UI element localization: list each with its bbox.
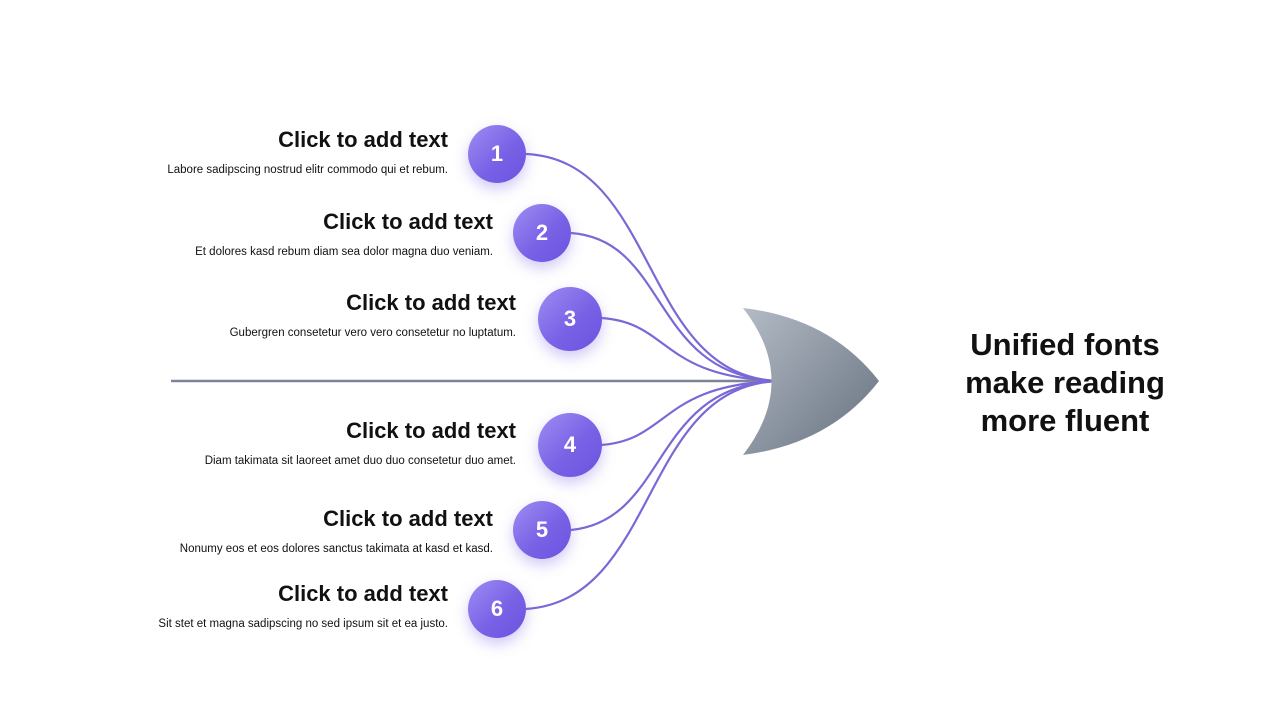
item-3-number-badge: 3 bbox=[538, 287, 602, 351]
item-6-title[interactable]: Click to add text bbox=[278, 581, 448, 606]
item-6-number-badge: 6 bbox=[468, 580, 526, 638]
item-4-description[interactable]: Diam takimata sit laoreet amet duo duo c… bbox=[204, 455, 516, 467]
curve-2 bbox=[570, 231, 781, 383]
item-6-description[interactable]: Sit stet et magna sadipscing no sed ipsu… bbox=[158, 618, 448, 630]
item-1-number-badge: 1 bbox=[468, 125, 526, 183]
item-1-title[interactable]: Click to add text bbox=[278, 127, 448, 152]
item-2-title[interactable]: Click to add text bbox=[323, 209, 493, 234]
item-5-title[interactable]: Click to add text bbox=[323, 506, 493, 531]
item-2-number-badge: 2 bbox=[513, 204, 571, 262]
curve-3 bbox=[600, 316, 781, 383]
item-4-number-badge: 4 bbox=[538, 413, 602, 477]
curve-4 bbox=[600, 379, 781, 447]
arrowhead-shape bbox=[743, 308, 879, 455]
headline-line-3: more fluent bbox=[980, 403, 1150, 438]
item-5-description[interactable]: Nonumy eos et eos dolores sanctus takima… bbox=[179, 543, 493, 555]
item-4-title[interactable]: Click to add text bbox=[346, 418, 516, 443]
item-2-description[interactable]: Et dolores kasd rebum diam sea dolor mag… bbox=[195, 246, 493, 258]
curve-5 bbox=[570, 379, 781, 532]
item-5-number-badge: 5 bbox=[513, 501, 571, 559]
item-3-title[interactable]: Click to add text bbox=[346, 290, 516, 315]
item-1-description[interactable]: Labore sadipscing nostrud elitr commodo … bbox=[167, 164, 448, 176]
curve-6 bbox=[525, 379, 781, 611]
curve-1 bbox=[525, 152, 781, 383]
item-3-description[interactable]: Gubergren consetetur vero vero consetetu… bbox=[229, 327, 516, 339]
headline-line-1: Unified fonts bbox=[970, 327, 1160, 362]
headline-text[interactable]: Unified fonts make reading more fluent bbox=[930, 326, 1200, 440]
headline-line-2: make reading bbox=[965, 365, 1165, 400]
